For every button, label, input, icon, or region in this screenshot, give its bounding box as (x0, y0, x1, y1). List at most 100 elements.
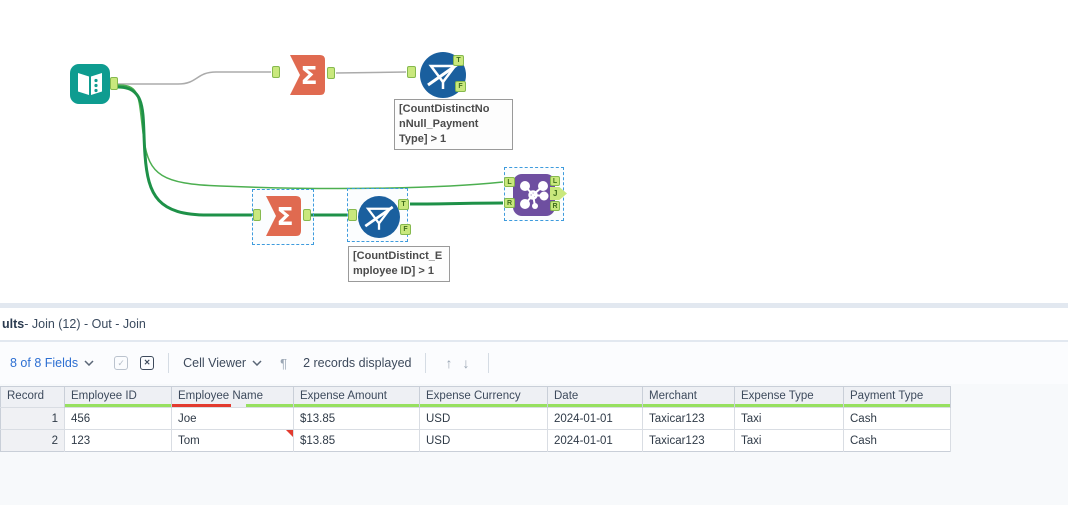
data-cell[interactable]: Cash (843, 429, 951, 452)
summarize-bottom-output-anchor[interactable] (303, 209, 311, 221)
column-header-label: Expense Type (741, 389, 814, 402)
filter-bottom-false-anchor[interactable]: F (400, 224, 411, 235)
arrow-down-icon[interactable]: ↓ (462, 355, 470, 371)
results-pane-divider (0, 303, 1068, 308)
results-pane: ults - Join (12) - Out - Join 8 of 8 Fie… (0, 303, 1068, 513)
summarize-tool-top-icon[interactable]: Σ (286, 54, 326, 96)
filter-bottom-annotation[interactable]: [CountDistinct_E mployee ID] > 1 (348, 246, 450, 282)
input-data-tool-icon[interactable] (70, 64, 110, 104)
data-cell[interactable]: USD (419, 429, 548, 452)
data-quality-bar-red (172, 404, 232, 407)
data-quality-bar-green (420, 404, 547, 407)
data-cell[interactable]: 123 (64, 429, 172, 452)
results-table: Record Employee ID Employee Name Expense Am… (0, 386, 951, 452)
cell-viewer-dropdown[interactable]: Cell Viewer (183, 356, 247, 370)
fields-dropdown[interactable]: 8 of 8 Fields (10, 356, 79, 370)
results-pane-footer-strip (0, 505, 1068, 513)
cell-note-marker (286, 430, 293, 437)
data-cell[interactable]: Joe (171, 407, 294, 430)
connection-wires (117, 71, 504, 217)
column-header-label: Expense Currency (426, 389, 521, 402)
data-cell[interactable]: Taxi (734, 429, 844, 452)
column-header-merchant[interactable]: Merchant (642, 386, 735, 408)
toolbar-separator (488, 353, 490, 373)
column-header-label: Payment Type (850, 389, 924, 402)
filter-bottom-input-anchor[interactable] (348, 209, 357, 221)
summarize-bottom-selection-box (252, 189, 314, 245)
data-cell[interactable]: 2024-01-01 (547, 429, 643, 452)
select-cells-checkbox-icon[interactable]: ✓ (114, 356, 129, 370)
join-left-input-anchor[interactable]: L (504, 177, 515, 187)
join-join-output-anchor[interactable]: J (550, 187, 567, 200)
column-header-label: Expense Amount (300, 389, 387, 402)
filter-top-input-anchor[interactable] (407, 66, 416, 78)
summarize-top-input-anchor[interactable] (272, 66, 280, 78)
join-left-output-anchor[interactable]: L (550, 176, 560, 186)
join-tool-icon[interactable] (513, 174, 555, 216)
summarize-tool-bottom-icon[interactable]: Σ (262, 195, 302, 237)
column-header-label: Merchant (649, 389, 697, 402)
column-header-label: Record (7, 389, 45, 402)
data-quality-bar-green (294, 404, 419, 407)
column-header-record[interactable]: Record (0, 386, 65, 408)
data-quality-bar-green (548, 404, 642, 407)
column-header-date[interactable]: Date (547, 386, 643, 408)
svg-text:Σ: Σ (276, 202, 293, 231)
chevron-down-icon[interactable] (252, 360, 262, 366)
join-right-input-anchor[interactable]: R (504, 198, 515, 208)
column-header-expense-currency[interactable]: Expense Currency (419, 386, 548, 408)
data-quality-bar-green (245, 404, 293, 407)
summarize-bottom-input-anchor[interactable] (253, 209, 261, 221)
data-cell[interactable]: Taxicar123 (642, 407, 735, 430)
results-title-rest: - Join (12) - Out - Join (24, 317, 146, 331)
column-header-payment-type[interactable]: Payment Type (843, 386, 951, 408)
data-quality-bar-green (643, 404, 734, 407)
summarize-top-output-anchor[interactable] (327, 67, 335, 79)
data-cell[interactable]: Cash (843, 407, 951, 430)
results-pane-title: ults - Join (12) - Out - Join (0, 308, 1068, 342)
svg-text:Σ: Σ (300, 61, 317, 90)
filter-tool-bottom-icon[interactable] (358, 196, 400, 238)
data-cell[interactable]: USD (419, 407, 548, 430)
filter-top-true-anchor[interactable]: T (453, 55, 464, 66)
arrow-up-icon[interactable]: ↑ (445, 355, 453, 371)
record-number-cell[interactable]: 2 (0, 429, 65, 452)
data-quality-bar-green (735, 404, 843, 407)
data-cell[interactable]: 456 (64, 407, 172, 430)
data-cell[interactable]: 2024-01-01 (547, 407, 643, 430)
column-header-employee-name[interactable]: Employee Name (171, 386, 294, 408)
data-cell[interactable]: Taxicar123 (642, 429, 735, 452)
clear-cells-icon[interactable]: ✕ (140, 356, 155, 370)
connection-filter-bottom-to-join-right[interactable] (409, 201, 504, 206)
column-header-label: Employee ID (71, 389, 137, 402)
filter-bottom-selection-box (347, 188, 408, 242)
column-header-expense-amount[interactable]: Expense Amount (293, 386, 420, 408)
connection-input-to-summarize-bottom[interactable] (117, 85, 252, 217)
column-header-employee-id[interactable]: Employee ID (64, 386, 172, 408)
records-displayed-label: 2 records displayed (303, 356, 412, 370)
data-quality-bar-green (65, 404, 171, 407)
data-cell[interactable]: $13.85 (293, 407, 420, 430)
connection-input-to-join-left[interactable] (117, 84, 504, 190)
connection-summarize-top-to-filter-top[interactable] (335, 71, 407, 74)
column-header-label: Date (554, 389, 579, 402)
record-number-cell[interactable]: 1 (0, 407, 65, 430)
filter-bottom-true-anchor[interactable]: T (398, 199, 409, 210)
data-cell[interactable]: Tom (171, 429, 294, 452)
toolbar-separator (425, 353, 427, 373)
whitespace-toggle-icon[interactable]: ¶ (280, 355, 288, 371)
workflow-canvas[interactable]: Σ T F [CountDistinctNo nNull_Payment Typ… (0, 0, 1068, 303)
data-cell[interactable]: Taxi (734, 407, 844, 430)
results-table-container: Record Employee ID Employee Name Expense Am… (0, 384, 1068, 452)
input-output-anchor[interactable] (110, 77, 118, 90)
filter-top-annotation[interactable]: [CountDistinctNo nNull_Payment Type] > 1 (394, 99, 513, 150)
column-header-expense-type[interactable]: Expense Type (734, 386, 844, 408)
filter-top-false-anchor[interactable]: F (455, 81, 466, 92)
data-cell[interactable]: $13.85 (293, 429, 420, 452)
join-right-output-anchor[interactable]: R (550, 201, 560, 211)
chevron-down-icon[interactable] (84, 360, 94, 366)
connection-input-to-summarize-top[interactable] (118, 71, 271, 85)
